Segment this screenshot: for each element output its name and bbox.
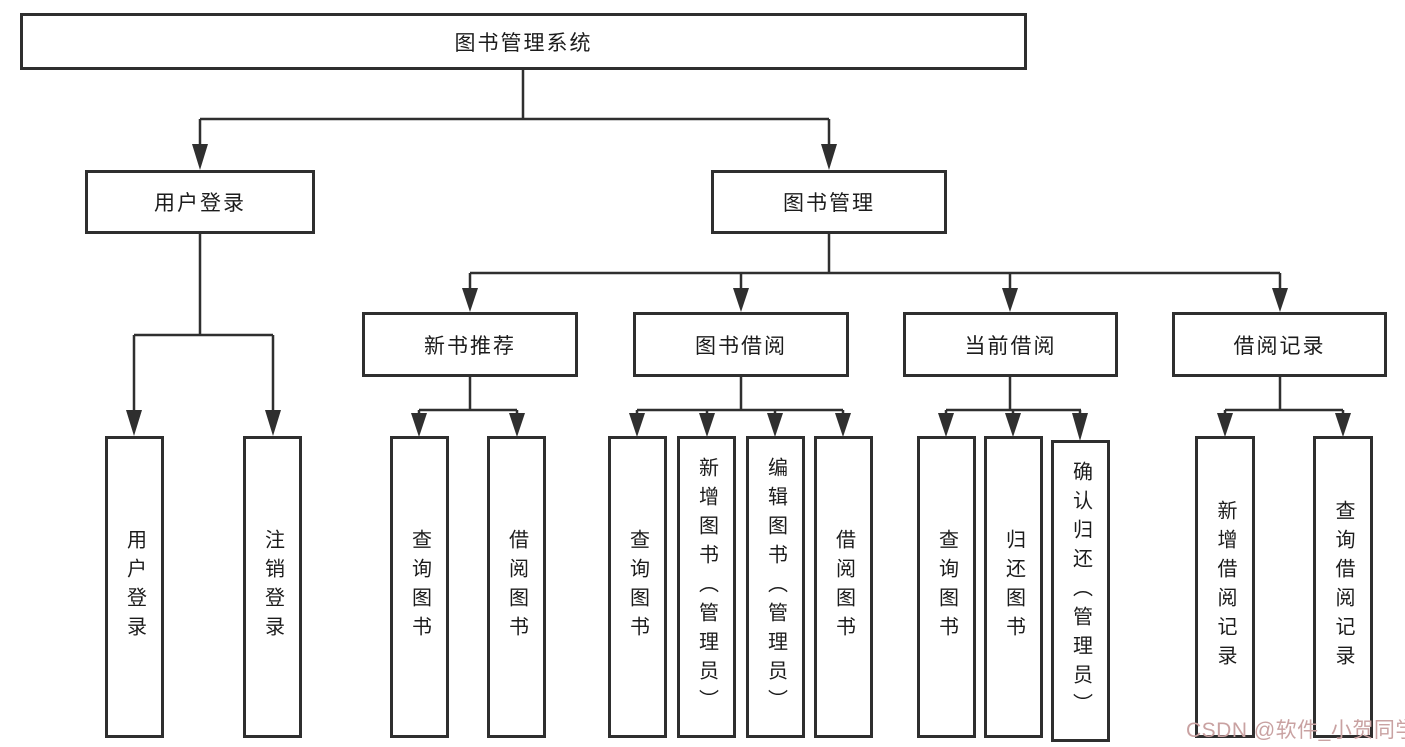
leaf-borrow-query-book-label: 查询图书 — [626, 529, 649, 645]
leaf-recommend-query-book-label: 查询图书 — [408, 529, 431, 645]
leaf-recommend-borrow-book-label: 借阅图书 — [505, 529, 528, 645]
leaf-borrow-edit-book-admin-label: 编辑图书（管理员） — [764, 456, 787, 718]
leaf-records-add-record: 新增借阅记录 — [1195, 436, 1255, 738]
leaf-logout: 注销登录 — [243, 436, 302, 738]
leaf-current-query-book-label: 查询图书 — [935, 529, 958, 645]
leaf-current-return-book-label: 归还图书 — [1002, 529, 1025, 645]
leaf-current-return-book: 归还图书 — [984, 436, 1043, 738]
leaf-borrow-query-book: 查询图书 — [608, 436, 667, 738]
node-root: 图书管理系统 — [20, 13, 1027, 70]
leaf-records-query-record-label: 查询借阅记录 — [1332, 500, 1354, 674]
leaf-borrow-add-book-admin: 新增图书（管理员） — [677, 436, 736, 738]
leaf-borrow-borrow-book-label: 借阅图书 — [832, 529, 855, 645]
node-new-book-recommend: 新书推荐 — [362, 312, 578, 377]
leaf-borrow-add-book-admin-label: 新增图书（管理员） — [695, 456, 718, 718]
watermark: CSDN @软件_小贺同学 — [1186, 719, 1405, 742]
leaf-borrow-edit-book-admin: 编辑图书（管理员） — [746, 436, 805, 738]
leaf-user-login: 用户登录 — [105, 436, 164, 738]
leaf-current-confirm-return-admin: 确认归还（管理员） — [1051, 440, 1110, 742]
node-current-borrow: 当前借阅 — [903, 312, 1118, 377]
leaf-recommend-query-book: 查询图书 — [390, 436, 449, 738]
node-borrow-records: 借阅记录 — [1172, 312, 1387, 377]
leaf-recommend-borrow-book: 借阅图书 — [487, 436, 546, 738]
leaf-borrow-borrow-book: 借阅图书 — [814, 436, 873, 738]
leaf-records-add-record-label: 新增借阅记录 — [1214, 500, 1236, 674]
leaf-current-confirm-return-admin-label: 确认归还（管理员） — [1069, 460, 1092, 722]
leaf-current-query-book: 查询图书 — [917, 436, 976, 738]
node-book-borrow: 图书借阅 — [633, 312, 849, 377]
leaf-user-login-label: 用户登录 — [123, 529, 146, 645]
leaf-logout-label: 注销登录 — [261, 529, 284, 645]
node-user-login: 用户登录 — [85, 170, 315, 234]
node-book-management: 图书管理 — [711, 170, 947, 234]
leaf-records-query-record: 查询借阅记录 — [1313, 436, 1373, 738]
